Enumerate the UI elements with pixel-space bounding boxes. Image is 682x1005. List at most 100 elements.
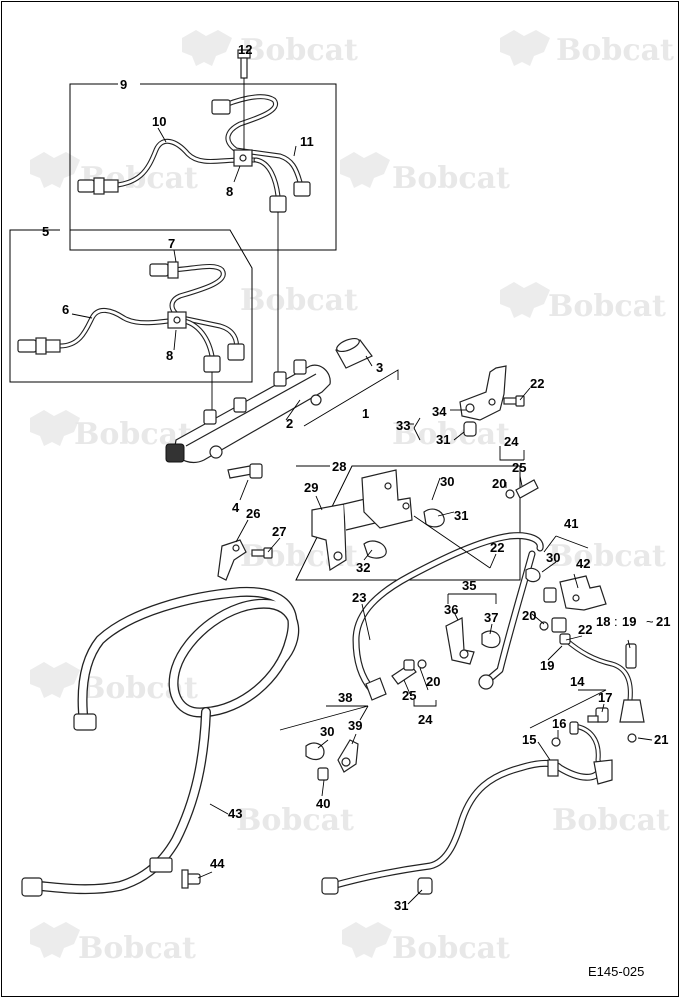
clip-31-box	[423, 508, 445, 528]
callout-27: 27	[272, 524, 286, 539]
fuel-hose-23	[352, 532, 544, 701]
callout-44: 44	[210, 856, 225, 871]
callout-33: 33	[396, 418, 410, 433]
fuel-hose-15	[321, 759, 604, 895]
watermark-layer: Bobcat Bobcat Bobcat Bobcat Bobcat Bobca…	[30, 30, 674, 966]
callout-16: 16	[552, 716, 566, 731]
callout-22b: 22	[490, 540, 504, 555]
callout-20b: 20	[522, 608, 536, 623]
callout-32: 32	[356, 560, 370, 575]
watermark-text: Bobcat	[548, 539, 666, 574]
callout-23: 23	[352, 590, 366, 605]
callout-31c: 31	[394, 898, 408, 913]
callout-7: 7	[168, 236, 175, 251]
bracket-26	[217, 539, 247, 581]
fuel-pipe-14	[571, 723, 613, 785]
sensor-25-top	[505, 479, 539, 499]
callout-22c: 22	[578, 622, 592, 637]
bolt-22-top	[503, 395, 525, 407]
watermark-text: Bobcat	[392, 161, 510, 196]
callout-39: 39	[348, 718, 362, 733]
leader-lines	[71, 127, 653, 905]
common-rail-2	[165, 359, 331, 464]
callout-24a: 24	[504, 434, 519, 449]
callout-11: 11	[300, 134, 314, 149]
range-colon: :	[614, 614, 618, 629]
sensor-21	[619, 643, 645, 743]
clip-31-top	[463, 421, 477, 437]
watermark-text: Bobcat	[240, 283, 358, 318]
range-tilde: ~	[646, 614, 654, 629]
sensor-25-mid	[391, 659, 417, 685]
bolt-40	[317, 767, 329, 781]
bolt-4	[227, 463, 263, 479]
callout-19a: 19	[622, 614, 636, 629]
watermark-logo	[500, 282, 550, 318]
washer-20-mid	[417, 659, 427, 669]
group-box-28	[295, 465, 521, 581]
callout-24b: 24	[418, 712, 433, 727]
callout-3: 3	[376, 360, 383, 375]
callout-41: 41	[564, 516, 578, 531]
watermark-text: Bobcat	[552, 803, 670, 838]
callout-25a: 25	[512, 460, 526, 475]
bracket-34	[459, 365, 507, 421]
callout-29: 29	[304, 480, 318, 495]
fitting-17	[587, 707, 609, 723]
callout-20a: 20	[492, 476, 506, 491]
callout-30a: 30	[440, 474, 454, 489]
watermark-logo	[30, 152, 80, 188]
callout-12: 12	[238, 42, 252, 57]
callout-17: 17	[598, 690, 612, 705]
callout-8b: 8	[166, 348, 173, 363]
injection-pipe-6	[17, 308, 221, 373]
clip-37	[481, 630, 501, 649]
bracket-36	[445, 617, 475, 665]
callout-8a: 8	[226, 184, 233, 199]
watermark-logo	[30, 410, 80, 446]
watermark-logo	[30, 662, 80, 698]
fuel-hose-36	[478, 550, 536, 690]
connector-41	[525, 567, 607, 611]
callout-30b: 30	[546, 550, 560, 565]
callout-20c: 20	[426, 674, 440, 689]
callout-9: 9	[120, 77, 127, 92]
callout-22a: 22	[530, 376, 544, 391]
injection-pipe-11	[211, 94, 311, 213]
callout-26: 26	[246, 506, 260, 521]
watermark-text: Bobcat	[392, 931, 510, 966]
injection-pipe-10	[77, 138, 259, 195]
callout-30c: 30	[320, 724, 334, 739]
figure-code: E145-025	[588, 964, 644, 979]
clamp-44	[181, 869, 201, 889]
callout-42: 42	[576, 556, 590, 571]
callout-6: 6	[62, 302, 69, 317]
callout-5: 5	[42, 224, 49, 239]
bolt-12	[237, 49, 251, 150]
callout-35: 35	[462, 578, 476, 593]
pipe-clamp-8a	[233, 149, 253, 167]
callout-14: 14	[570, 674, 585, 689]
callout-40: 40	[316, 796, 330, 811]
callout-19b: 19	[540, 658, 554, 673]
callout-37: 37	[484, 610, 498, 625]
injection-pipe-7	[149, 261, 245, 361]
callout-10: 10	[152, 114, 166, 129]
callout-38: 38	[338, 690, 352, 705]
callout-labels: 12 9 10 11 8 5 7 6 8 3 1 2 4 22 34 33 31…	[42, 42, 670, 913]
watermark-text: Bobcat	[556, 33, 674, 68]
callout-25b: 25	[402, 688, 416, 703]
watermark-logo	[500, 30, 550, 66]
fuel-hose-43	[21, 586, 300, 897]
callout-15: 15	[522, 732, 536, 747]
callout-2: 2	[286, 416, 293, 431]
callout-1: 1	[362, 406, 369, 421]
fitting-16	[551, 721, 579, 747]
callout-34: 34	[432, 404, 447, 419]
callout-28: 28	[332, 459, 346, 474]
watermark-text: Bobcat	[548, 289, 666, 324]
pressure-limiter-3	[335, 337, 373, 369]
